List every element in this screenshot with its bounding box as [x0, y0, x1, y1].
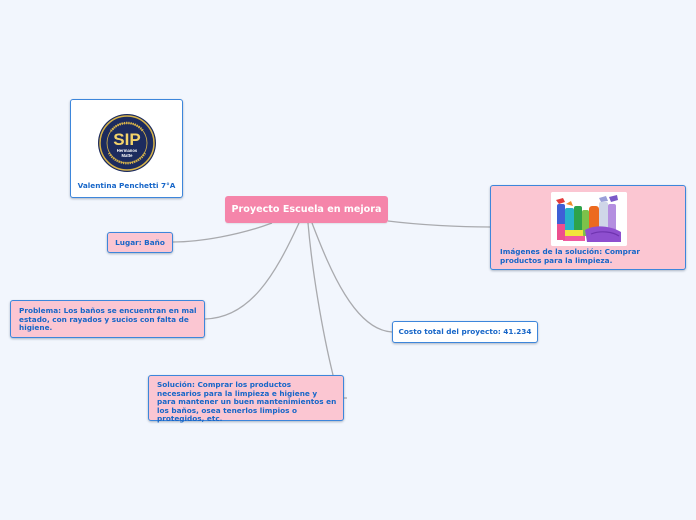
sip-school-seal-icon: SIP Hermanos Matte [98, 114, 156, 172]
author-card-node[interactable]: SIP Hermanos Matte Valentina Penchetti 7… [70, 99, 183, 198]
imagenes-label: Imágenes de la solución: Comprar product… [500, 247, 640, 265]
link-lugar [172, 222, 273, 243]
solucion-node[interactable]: Solución: Comprar los productos necesari… [148, 375, 344, 424]
imagenes-node[interactable]: Imágenes de la solución: Comprar product… [490, 185, 686, 270]
costo-node[interactable]: Costo total del proyecto: 41.234 [392, 321, 538, 343]
cleaning-products-image [551, 192, 627, 246]
svg-text:Hermanos: Hermanos [117, 148, 138, 153]
central-topic-node[interactable]: Proyecto Escuela en mejora [225, 196, 388, 223]
link-problema [204, 222, 300, 320]
link-costo [311, 222, 393, 333]
lugar-label: Lugar: Baño [115, 238, 165, 247]
problema-node[interactable]: Problema: Los baños se encuentran en mal… [10, 300, 205, 338]
lugar-node[interactable]: Lugar: Baño [107, 232, 173, 253]
solucion-label: Solución: Comprar los productos necesari… [157, 380, 337, 424]
author-name-label: Valentina Penchetti 7°A [77, 181, 176, 190]
svg-text:Matte: Matte [122, 153, 134, 158]
link-imagenes [387, 220, 491, 228]
problema-label: Problema: Los baños se encuentran en mal… [19, 306, 197, 333]
costo-label: Costo total del proyecto: 41.234 [398, 327, 532, 336]
svg-text:SIP: SIP [113, 130, 140, 149]
link-solucion [307, 222, 334, 376]
cleaning-products-icon [551, 192, 627, 246]
